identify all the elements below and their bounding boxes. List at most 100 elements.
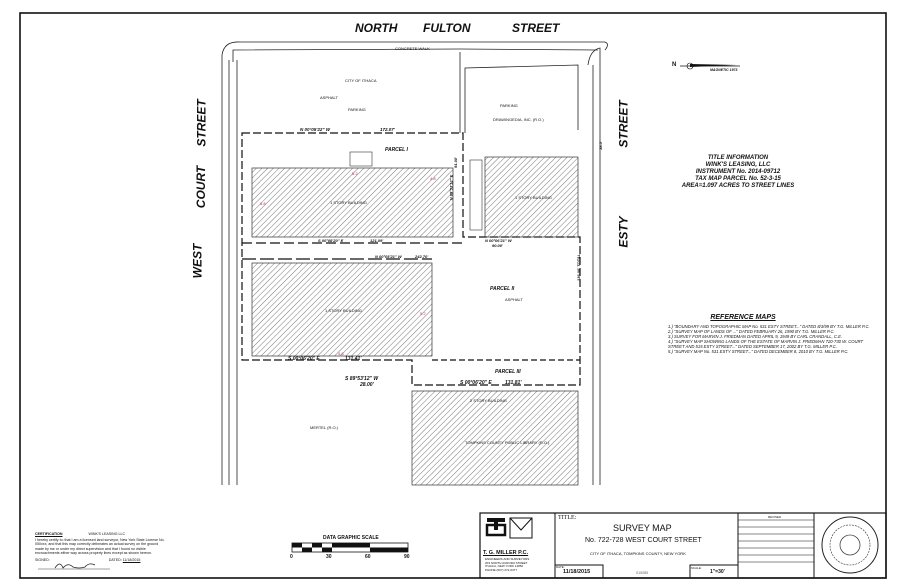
bearing-label: S 00°06'20" E bbox=[288, 356, 320, 362]
signature bbox=[54, 563, 96, 569]
distance-label: 28.00' bbox=[360, 382, 374, 388]
distance-label: 136.00' TOTAL bbox=[576, 253, 582, 282]
certification-heading: CERTIFICATION bbox=[35, 532, 63, 536]
building-label: 1 STORY BUILDING bbox=[515, 195, 552, 200]
distance-label: 38.5' bbox=[597, 141, 603, 150]
surface-label: ASPHALT bbox=[320, 95, 338, 100]
bearing-label: N 00°06'21" W bbox=[485, 238, 512, 243]
scale-bar bbox=[291, 542, 409, 553]
building-parcel-2 bbox=[251, 262, 433, 357]
street-label-north: NORTH bbox=[355, 21, 398, 35]
street-label-north: STREET bbox=[512, 21, 560, 35]
firm-logo bbox=[485, 517, 533, 539]
surveyor-seal bbox=[821, 516, 879, 574]
bearing-label: S 89°53'12" W bbox=[345, 376, 379, 382]
parcel-1-label: PARCEL I bbox=[385, 147, 408, 153]
certification-date: 11/18/2015 bbox=[122, 558, 141, 563]
stair bbox=[469, 159, 483, 231]
reference-item: 4.) "SURVEY MAP SHOWING LANDS OF THE EST… bbox=[668, 339, 864, 349]
svg-text:4.8: 4.8 bbox=[430, 176, 436, 181]
svg-text:5.2: 5.2 bbox=[352, 171, 358, 176]
north-arrow-icon bbox=[680, 62, 740, 70]
surface-label: ASPHALT bbox=[505, 297, 523, 302]
firm-line: ITHACA, NEW YORK 14850 bbox=[485, 564, 524, 568]
distance-label: 131.81' bbox=[505, 380, 522, 386]
firm-line: 203 NORTH AURORA STREET bbox=[485, 560, 528, 565]
date-label: DATE: bbox=[556, 565, 565, 569]
firm-name: T. G. MILLER P.C. bbox=[483, 550, 529, 556]
reference-item: 1.) "BOUNDARY AND TOPOGRAPHIC MAP No. 53… bbox=[668, 324, 870, 329]
job-number: S15085 bbox=[636, 571, 649, 575]
svg-text:5.2: 5.2 bbox=[420, 311, 426, 316]
title-info-instrument: INSTRUMENT No. 2014-09712 bbox=[695, 169, 781, 175]
bearing-label: N 89°53'12" E bbox=[448, 174, 454, 201]
surface-label: PARKING bbox=[500, 103, 518, 108]
north-arrow-note: MAGNETIC 1973 bbox=[710, 68, 738, 72]
map-title: SURVEY MAP bbox=[613, 523, 672, 533]
firm-line: ENGINEERS AND SURVEYORS bbox=[485, 557, 530, 561]
distance-label: 90.00' bbox=[492, 243, 503, 248]
map-address: No. 722-728 WEST COURT STREET bbox=[585, 537, 702, 544]
svg-text:4.8: 4.8 bbox=[338, 351, 344, 356]
scale-title: DATA GRAPHIC SCALE bbox=[323, 535, 379, 541]
scale-label: SCALE: bbox=[691, 566, 702, 570]
bearing-label: N 00°05'21" W bbox=[375, 254, 402, 259]
scale-tick: 60 bbox=[365, 554, 371, 560]
building-parcel-1 bbox=[251, 167, 454, 238]
title-information: TITLE INFORMATION WINK'S LEASING, LLC IN… bbox=[668, 155, 808, 190]
distance-label: 131.41' bbox=[345, 356, 362, 362]
neighbor-label: CITY OF ITHACA bbox=[345, 78, 377, 83]
reference-item: 5.) "SURVEY MAP No. 531 ESTY STREET..." … bbox=[668, 349, 849, 354]
title-info-owner: WINK'S LEASING, LLC bbox=[705, 162, 771, 168]
street-lines bbox=[221, 41, 608, 485]
street-label-east: ESTY bbox=[616, 216, 631, 248]
sheet-border bbox=[19, 12, 887, 579]
reference-item: 3.) SURVEY FOR MARVIN J. FRIEDMAN DATED … bbox=[668, 334, 843, 339]
title-info-heading: TITLE INFORMATION bbox=[707, 155, 769, 161]
title-label: TITLE: bbox=[558, 515, 577, 521]
building-label: 2 STORY BUILDING bbox=[470, 398, 507, 403]
shed bbox=[349, 151, 373, 167]
street-label-west: WEST bbox=[190, 243, 205, 279]
bearing-label: N 00°05'22" W bbox=[300, 127, 331, 132]
distance-label: 242.70' bbox=[415, 254, 429, 259]
map-location: CITY OF ITHACA, TOMPKINS COUNTY, NEW YOR… bbox=[590, 551, 686, 556]
scale-tick: 0 bbox=[290, 554, 293, 560]
parcel-3-label: PARCEL III bbox=[495, 369, 521, 375]
surface-label: PARKING bbox=[348, 107, 366, 112]
distance-label: 91.00' bbox=[452, 157, 458, 168]
property-boundary bbox=[241, 132, 581, 386]
title-info-area: AREA=1.097 ACRES TO STREET LINES bbox=[681, 183, 795, 189]
firm-line: PHONE (607) 272-6477 bbox=[485, 567, 518, 572]
street-label-west: COURT bbox=[194, 165, 209, 209]
street-label-north: FULTON bbox=[423, 21, 471, 35]
walk-label: CONCRETE WALK bbox=[395, 46, 430, 51]
reference-maps-heading: REFERENCE MAPS bbox=[710, 314, 776, 321]
title-info-tax-parcel: TAX MAP PARCEL No. 52-3-15 bbox=[695, 176, 781, 182]
bearing-label: S 00°08'20" E bbox=[318, 238, 344, 243]
revised-label: REVISED bbox=[768, 515, 782, 519]
scale-tick: 90 bbox=[404, 554, 410, 560]
neighbor-label: MERTEL (R.O.) bbox=[310, 425, 339, 430]
building-label: 1 STORY BUILDING bbox=[325, 308, 362, 313]
bearing-label: S 00°06'20" E bbox=[460, 380, 492, 386]
north-arrow-label: N bbox=[672, 62, 677, 68]
map-scale: 1"=30' bbox=[710, 569, 725, 575]
neighbor-label: DRAWINGEDIA, INC. (R.O.) bbox=[493, 117, 544, 122]
scale-tick: 30 bbox=[326, 554, 332, 560]
distance-label: 121.09' bbox=[370, 238, 384, 243]
street-label-east: STREET bbox=[616, 100, 631, 148]
building-library bbox=[411, 390, 579, 486]
map-date: 11/18/2015 bbox=[563, 569, 591, 575]
building-label: 1 STORY BUILDING bbox=[330, 200, 367, 205]
distance-label: 172.07' bbox=[380, 127, 395, 132]
parcel-2-label: PARCEL II bbox=[490, 286, 515, 292]
certification: CERTIFICATION WINK'S LEASING LLC I hereb… bbox=[35, 532, 165, 562]
signed-label: SIGNED: bbox=[35, 558, 50, 563]
library-label: TOMPKINS COUNTY PUBLIC LIBRARY (R.O.) bbox=[465, 440, 550, 445]
street-label-west: STREET bbox=[194, 99, 209, 147]
building-east bbox=[484, 156, 579, 238]
dated-label: DATED: bbox=[108, 558, 122, 563]
svg-text:6.8: 6.8 bbox=[260, 201, 266, 206]
